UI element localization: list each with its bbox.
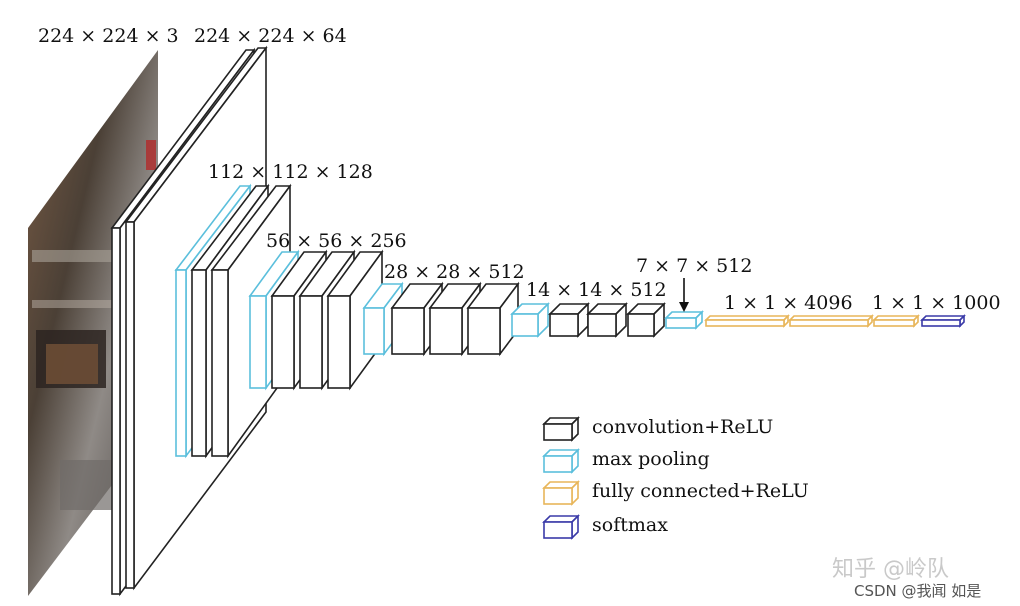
pool5-block	[664, 278, 704, 330]
conv5-block	[510, 302, 666, 338]
legend-softmax-label: softmax	[592, 514, 668, 536]
legend-pool-label: max pooling	[592, 448, 710, 470]
conv2-size-label: 112 × 112 × 128	[208, 161, 373, 183]
fc-layers	[704, 314, 920, 328]
csdn-watermark: CSDN @我闻 如是	[854, 582, 981, 600]
legend-softmax-swatch	[542, 514, 580, 540]
conv3-size-label: 56 × 56 × 256	[266, 230, 407, 252]
zhihu-watermark: 知乎 @岭队	[832, 557, 949, 582]
softmax-size-label: 1 × 1 × 1000	[872, 292, 1001, 314]
legend-conv-label: convolution+ReLU	[592, 416, 773, 438]
conv4-block	[362, 281, 520, 357]
pool5-size-label: 7 × 7 × 512	[636, 255, 752, 277]
legend-conv-swatch	[542, 416, 580, 442]
legend-pool-swatch	[542, 448, 580, 474]
conv2-block	[174, 183, 292, 459]
input-size-label: 224 × 224 × 3	[38, 25, 179, 47]
conv4-size-label: 28 × 28 × 512	[384, 261, 525, 283]
legend-fc-swatch	[542, 480, 580, 506]
conv3-block	[248, 249, 384, 391]
conv1-size-label: 224 × 224 × 64	[194, 25, 347, 47]
conv5-size-label: 14 × 14 × 512	[526, 279, 667, 301]
fc-size-label: 1 × 1 × 4096	[724, 292, 853, 314]
legend-fc-label: fully connected+ReLU	[592, 480, 809, 502]
softmax-block	[920, 314, 966, 328]
legend: convolution+ReLU max pooling fully conne…	[542, 416, 809, 540]
